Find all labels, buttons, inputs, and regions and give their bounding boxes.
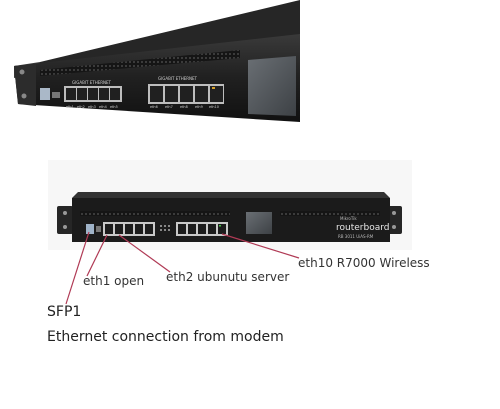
usb-port <box>52 92 60 98</box>
model-label: RB 3011 UiAS-RM <box>338 234 374 239</box>
lcd-screen <box>248 56 296 116</box>
annotation-ethernet-modem: Ethernet connection from modem <box>47 329 284 345</box>
port-label: eth10 <box>209 105 219 109</box>
status-leds <box>160 225 170 231</box>
top-router-photo: GIGABIT ETHERNET GIGABIT ETHERNET eth1 <box>14 0 300 122</box>
port-group-label: GIGABIT ETHERNET <box>158 76 198 81</box>
annotation-eth10: eth10 R7000 Wireless <box>298 256 430 270</box>
annotation-sfp1: SFP1 <box>47 304 82 320</box>
brand-logo: routerboard <box>336 223 389 233</box>
port-label: eth7 <box>165 105 173 109</box>
port-label: eth4 <box>99 105 107 109</box>
brand-small-label: MikroTik <box>340 216 357 221</box>
sfp-port <box>40 88 50 100</box>
port-label: eth2 <box>77 105 85 109</box>
usb-port <box>96 226 101 232</box>
ethernet-port-group <box>148 84 224 104</box>
pointer-sfp1 <box>65 231 90 305</box>
port-label: eth5 <box>110 105 118 109</box>
ethernet-port-group <box>103 222 155 236</box>
port-group-label: GIGABIT ETHERNET <box>72 80 112 85</box>
port-label: eth9 <box>195 105 203 109</box>
sfp1-port <box>86 224 94 234</box>
ethernet-port-group <box>176 222 228 236</box>
port-label: eth3 <box>88 105 96 109</box>
bottom-router-photo: MikroTik routerboard RB 3011 UiAS-RM <box>48 160 412 250</box>
annotation-eth2: eth2 ubunutu server <box>166 270 290 284</box>
lcd-screen <box>246 212 272 234</box>
port-label: eth6 <box>150 105 158 109</box>
port-label: eth1 <box>66 105 74 109</box>
pointer-eth2 <box>118 234 171 273</box>
pointer-eth10 <box>221 233 300 259</box>
port-label: eth8 <box>180 105 188 109</box>
pointer-eth1 <box>86 234 108 277</box>
ethernet-port-group <box>64 86 122 102</box>
rack-ear-left <box>57 206 73 234</box>
annotation-lines <box>65 231 300 305</box>
annotation-eth1: eth1 open <box>83 274 145 288</box>
